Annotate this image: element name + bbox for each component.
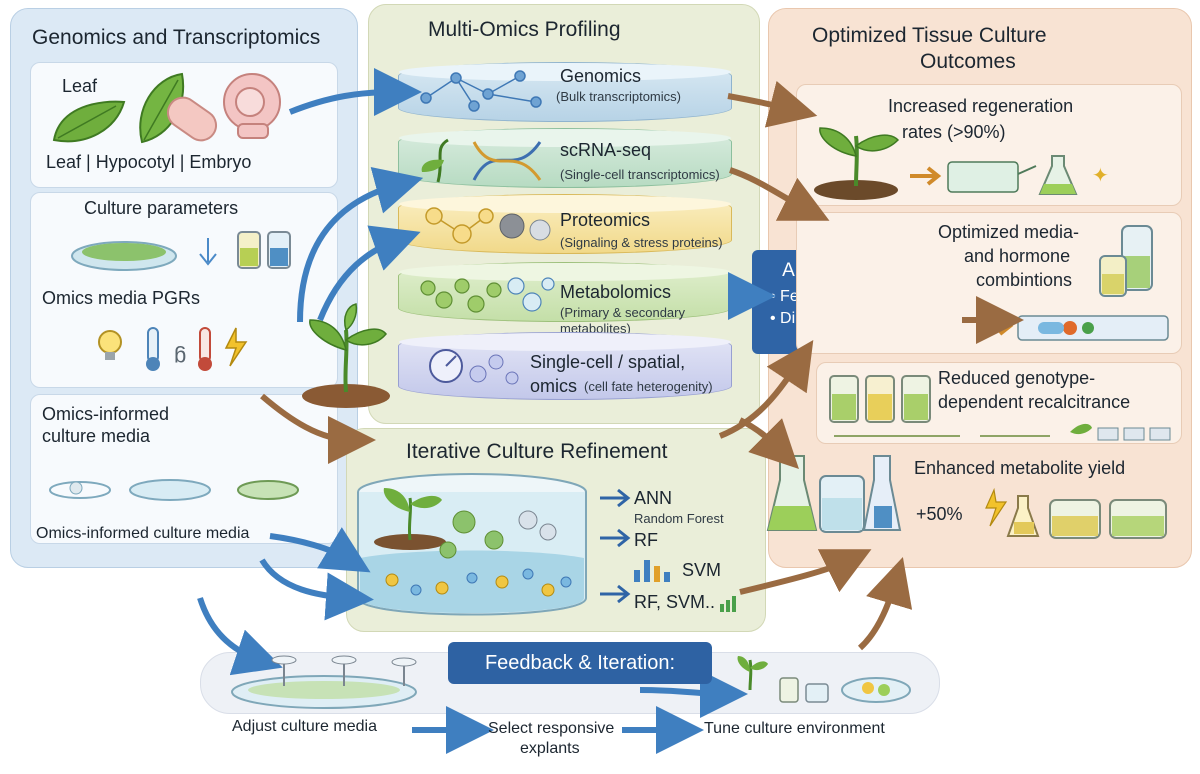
feedback-dishes-icon [231, 655, 417, 709]
environment-icons: ᵷ [98, 327, 248, 371]
dna-helix-icon [421, 138, 542, 183]
layer-genomics-desc: (Bulk transcriptomics) [556, 89, 681, 104]
feedback-title-box: Feedback & Iteration: [448, 642, 712, 684]
left-bottom-label: Omics-informed culture media [36, 525, 250, 542]
omics-layer-metabolomics [398, 262, 732, 322]
petri-dish-icon [71, 231, 291, 271]
model-arrows [600, 488, 631, 604]
step-select-explants-1: Select responsive [488, 720, 615, 737]
bar-chart-icon [634, 560, 670, 582]
layer-spatial-name-2: omics [530, 376, 578, 396]
layer-proteomics-name: Proteomics [560, 210, 651, 230]
left-panel-title: Genomics and Transcriptomics [32, 26, 321, 49]
culture-parameters-box [30, 192, 338, 388]
layer-scrnaseq-desc: (Single-cell transcriptomics) [560, 167, 720, 182]
seedling-icon [302, 303, 390, 408]
layer-spatial-desc: (cell fate heterogenity) [584, 379, 713, 394]
model-rf-svm: RF, SVM.. [634, 592, 716, 612]
layer-metabolomics-desc1: (Primary & secondary [560, 305, 685, 320]
layer-genomics-name: Genomics [560, 66, 642, 86]
mini-bars-icon [720, 596, 736, 612]
metabolite-flasks-icon [766, 455, 902, 533]
omics-layer-genomics [398, 62, 732, 122]
regeneration-process-icon: ✦ [910, 155, 1109, 195]
layer-proteomics-desc: (Signaling & stress proteins) [560, 235, 723, 250]
outcome-media-1: Optimized media- [938, 222, 1080, 242]
culture-parameters-label: Culture parameters [84, 198, 239, 218]
svg-text:✦: ✦ [1092, 165, 1109, 187]
media-dishes-icon [49, 479, 299, 501]
model-random-forest: Random Forest [634, 511, 724, 526]
outcome-regeneration-1: Increased regeneration [888, 96, 1074, 116]
multi-omics-title: Multi-Omics Profiling [428, 18, 621, 41]
layer-metabolomics-name: Metabolomics [560, 282, 672, 302]
step-tune-environment: Tune culture environment [704, 720, 885, 737]
informed-media-box [30, 394, 338, 544]
layer-spatial-name: Single-cell / spatial, [530, 352, 686, 372]
model-ann: ANN [634, 488, 673, 508]
bioreactor-icon [357, 473, 587, 616]
model-rf: RF [634, 530, 658, 550]
protein-icon [425, 207, 551, 244]
outcomes-title-2: Outcomes [920, 50, 1016, 73]
explant-leaf-label: Leaf [62, 76, 98, 96]
embryo-icon [223, 73, 281, 139]
leaf-icon [52, 100, 126, 143]
omics-layer-proteomics [398, 194, 732, 254]
layer-scrnaseq-name: scRNA-seq [560, 140, 652, 160]
outcome-regeneration-2: rates (>90%) [902, 122, 1006, 142]
explant-row-label: Leaf | Hypocotyl | Embryo [46, 152, 252, 172]
outcome-metabolite-value: +50% [916, 504, 963, 524]
step-select-explants-2: explants [520, 740, 580, 757]
metabolite-cells-icon [420, 277, 555, 313]
network-icon [420, 70, 542, 112]
informed-media-line1: Omics-informed [42, 404, 170, 424]
outcome-media-3: combintions [976, 270, 1073, 290]
omics-layer-scrnaseq [398, 128, 732, 188]
model-svm: SVM [682, 560, 722, 580]
refinement-title: Iterative Culture Refinement [406, 440, 668, 463]
genotype-timeline-icon [834, 423, 1171, 441]
step-adjust-media: Adjust culture media [232, 718, 377, 735]
media-row-label: Omics media PGRs [42, 288, 201, 308]
yield-containers-icon [985, 487, 1167, 539]
hypocotyl-icon [166, 96, 218, 142]
media-bottles-icon [1099, 225, 1153, 297]
regeneration-plant-icon [814, 127, 900, 200]
outcome-genotype-2: dependent recalcitrance [938, 392, 1131, 412]
informed-media-line2: culture media [42, 426, 151, 446]
genotype-jars-icon [829, 375, 931, 423]
leaf-icon-2 [139, 72, 185, 144]
outcomes-title-1: Optimized Tissue Culture [812, 24, 1047, 47]
spatial-cells-icon [429, 349, 519, 385]
outcome-metabolite-1: Enhanced metabolite yield [914, 458, 1126, 478]
outcome-genotype-1: Reduced genotype- [938, 368, 1096, 388]
outcome-media-2: and hormone [964, 246, 1071, 266]
svg-text:ᵷ: ᵷ [174, 338, 186, 363]
feedback-plants-icon [737, 656, 911, 703]
